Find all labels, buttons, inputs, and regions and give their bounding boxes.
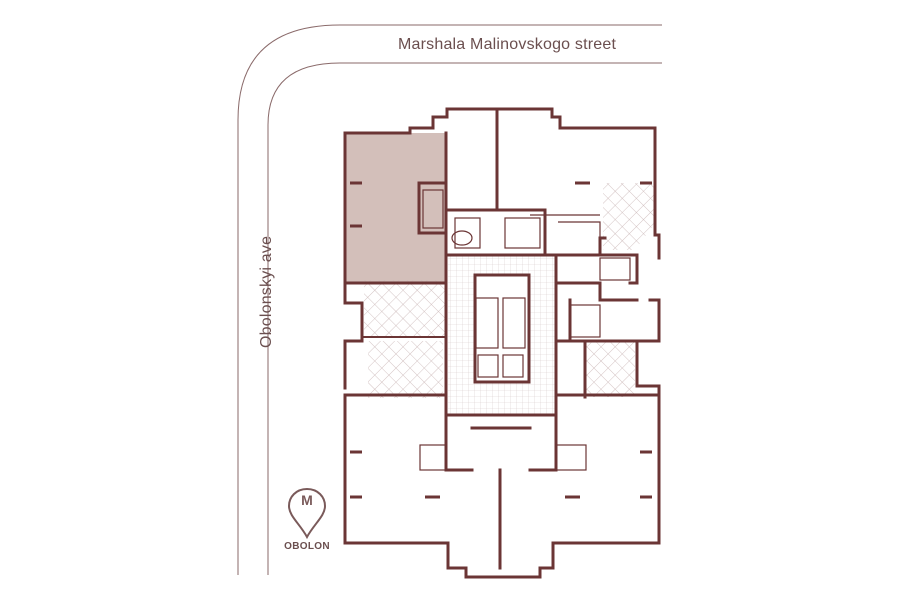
street-lines [237,24,662,575]
metro-pin-icon [287,487,327,540]
metro-station-label: OBOLON [284,541,330,552]
highlighted-apartment[interactable] [345,133,446,283]
north-street-label: Marshala Malinovskogo street [398,36,617,53]
west-street-label: Obolonskyi ave [258,235,275,348]
terraces [364,183,655,398]
corridor [448,255,556,415]
window-marks [350,181,652,499]
metro-letter: M [301,492,313,508]
interior-details [419,189,631,471]
